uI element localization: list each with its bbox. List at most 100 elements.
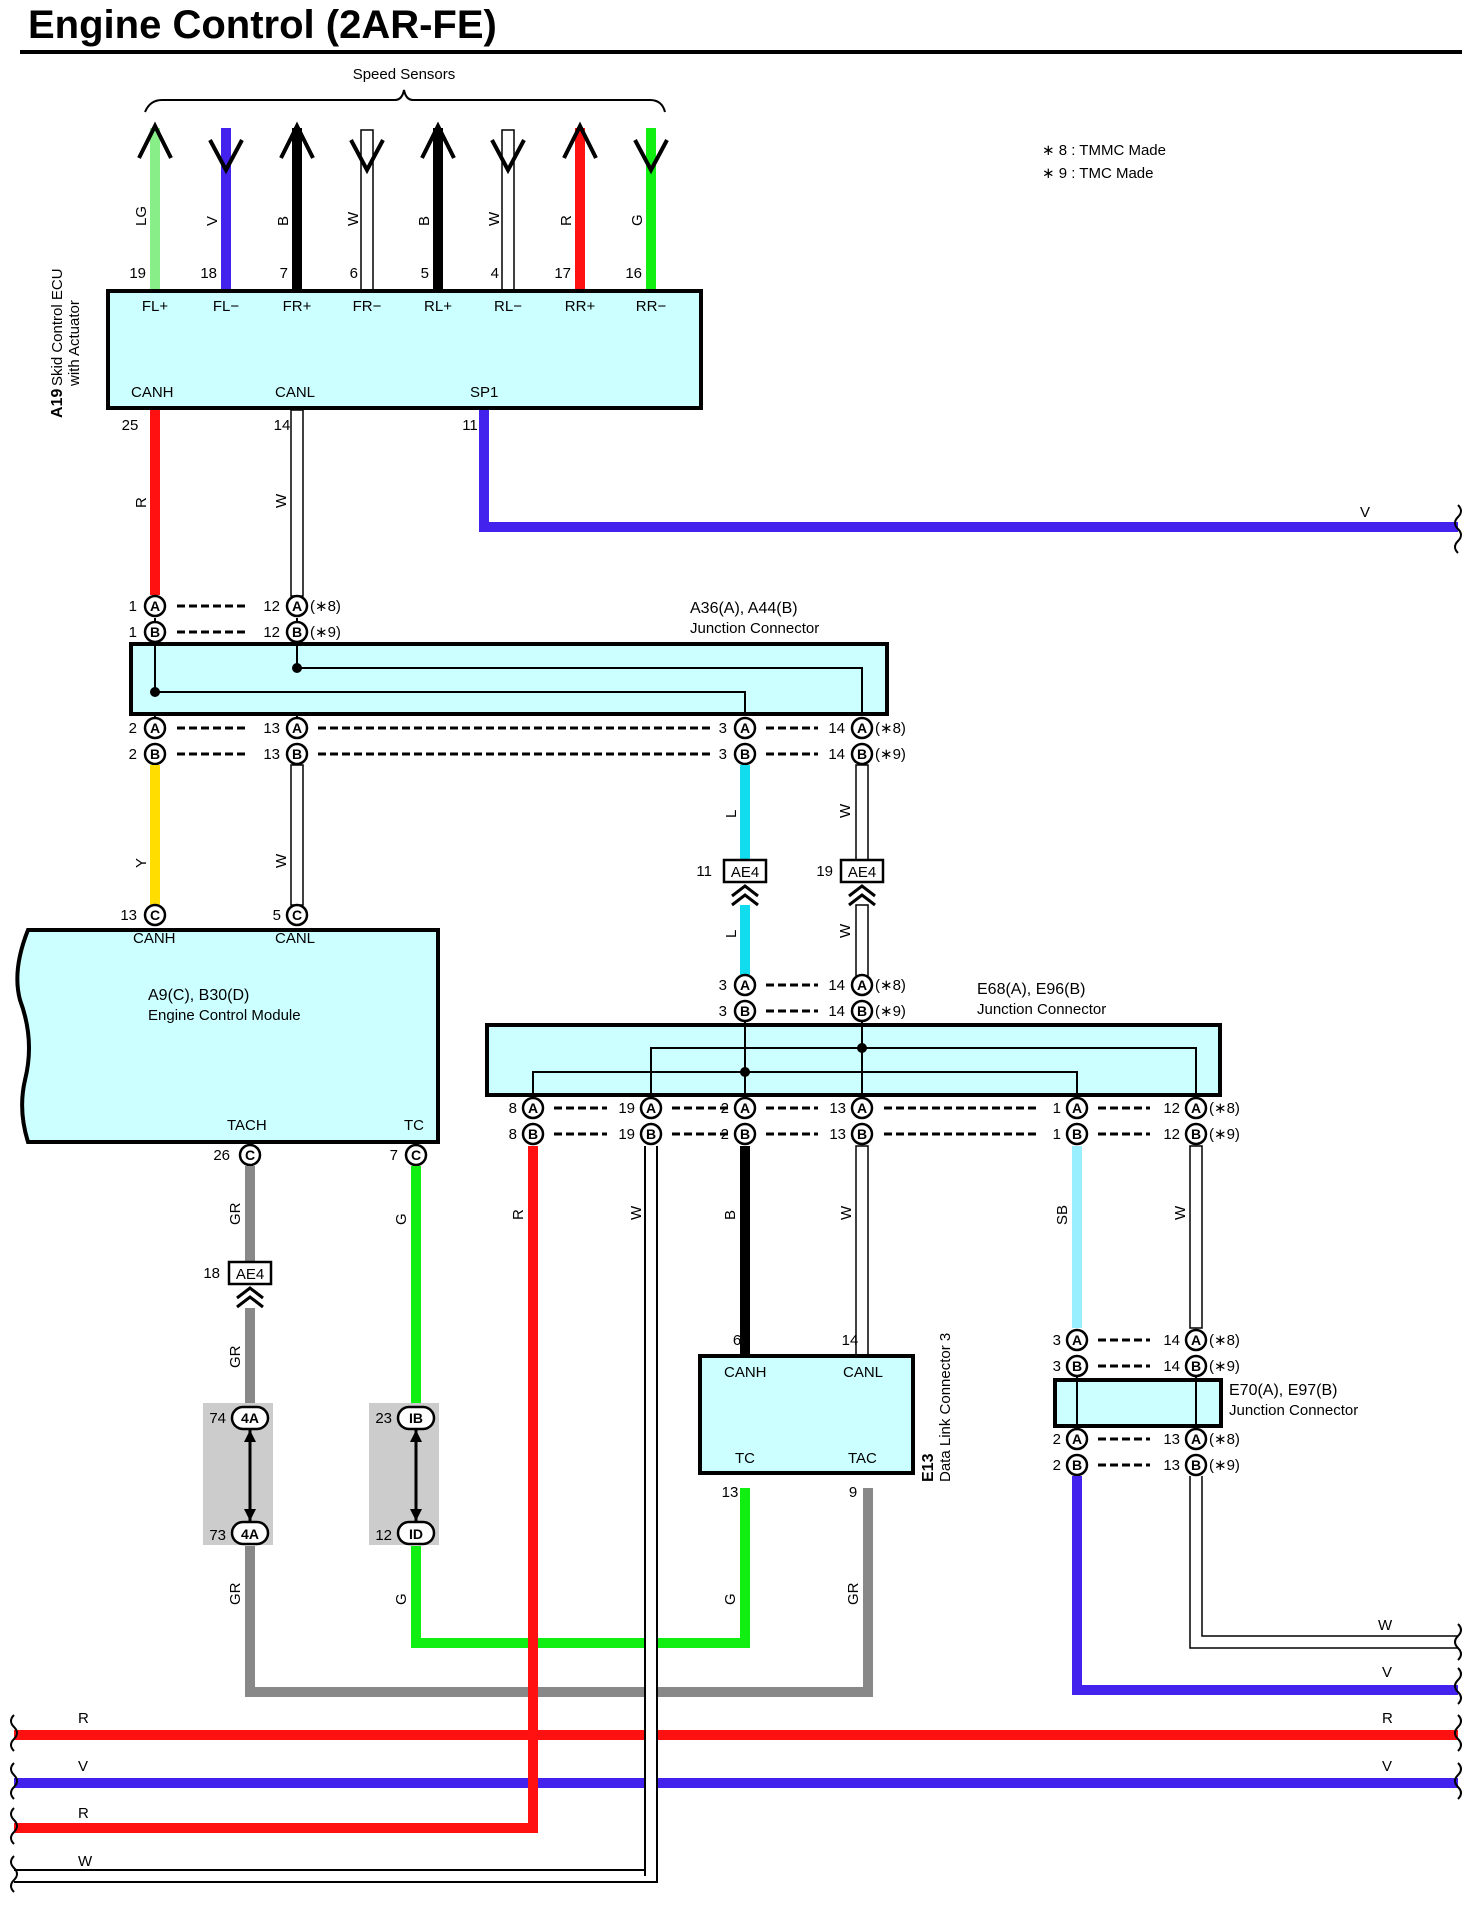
dlc-tc: TC bbox=[735, 1450, 755, 1467]
a36-top-note: (∗9) bbox=[310, 624, 341, 641]
e70-top-pin: 14 bbox=[1163, 1358, 1180, 1375]
ecm-pins-top: 13 C 5 C bbox=[120, 903, 309, 927]
sensor-wire-color: LG bbox=[133, 206, 150, 226]
note-tmmc: ∗ 8 : TMMC Made bbox=[1042, 142, 1166, 159]
pin-letter: A bbox=[150, 598, 160, 614]
sensor-wire-color: R bbox=[558, 215, 575, 226]
label-w-a36b: W bbox=[837, 803, 854, 818]
wire-canl-w bbox=[290, 409, 304, 597]
label-e68-r: R bbox=[510, 1209, 527, 1220]
a19-pin-name: FR+ bbox=[283, 298, 312, 315]
dlc-desc: Data Link Connector 3 bbox=[937, 1333, 954, 1482]
e68-bot-pin: 13 bbox=[829, 1126, 846, 1143]
wire-e68-w2 bbox=[855, 1145, 869, 1356]
sensor-pin-number: 5 bbox=[421, 265, 429, 282]
a19-label: A19 Skid Control ECU with Actuator bbox=[49, 268, 83, 418]
pin-letter: A bbox=[1191, 1431, 1201, 1447]
a36-bot-pin: 3 bbox=[719, 746, 727, 763]
label-l: L bbox=[723, 810, 740, 818]
sensor-wire-color: V bbox=[204, 216, 221, 226]
pin-letter: B bbox=[1191, 1126, 1201, 1142]
a36-top-right-pin: 12 bbox=[263, 624, 280, 641]
a19-canl: CANL bbox=[275, 384, 315, 401]
arrow-up-icon bbox=[420, 121, 456, 159]
a19-canh: CANH bbox=[131, 384, 174, 401]
e70-top-pin: 3 bbox=[1053, 1358, 1061, 1375]
pin-letter: B bbox=[857, 1003, 867, 1019]
label-e68-w: W bbox=[628, 1205, 645, 1220]
pin-letter: A bbox=[528, 1100, 538, 1116]
e68-bot-conn: A bbox=[521, 1096, 545, 1120]
a36-bot-conn: A bbox=[285, 716, 309, 740]
e68-bot-pin: 12 bbox=[1163, 1100, 1180, 1117]
label-e68-w3: W bbox=[1172, 1205, 1189, 1220]
label-bus-v-right: V bbox=[1382, 1758, 1392, 1775]
sensor-pin-number: 19 bbox=[129, 265, 146, 282]
sensor-wire-color: B bbox=[416, 216, 433, 226]
pin-letter: A bbox=[1191, 1332, 1201, 1348]
a19-pin-name: FL− bbox=[213, 298, 240, 315]
ecm-tach: TACH bbox=[227, 1117, 267, 1134]
inline-g-top-pin: 23 bbox=[375, 1410, 392, 1427]
a36-bot-pin: 14 bbox=[828, 720, 845, 737]
e68-top-pin: 14 bbox=[828, 977, 845, 994]
speed-sensors-brace bbox=[144, 89, 666, 113]
ecm-canh: CANH bbox=[133, 930, 176, 947]
dlc-tac: TAC bbox=[848, 1450, 877, 1467]
ecm-conn-c2: C bbox=[292, 907, 302, 923]
e68-bot-pin: 1 bbox=[1053, 1100, 1061, 1117]
label-bus-v: V bbox=[78, 1758, 88, 1775]
pin-letter: B bbox=[150, 624, 160, 640]
a19-pin-name: RR− bbox=[636, 298, 667, 315]
a36-bot-conn: B bbox=[143, 742, 167, 766]
sensor-wire-FL−: V18 bbox=[200, 128, 244, 290]
ecm-pin-tach: 26 bbox=[213, 1147, 230, 1164]
pin-letter: A bbox=[292, 720, 302, 736]
dlc-pin-tc: 13 bbox=[722, 1484, 739, 1501]
a36-bot-pin: 2 bbox=[129, 746, 137, 763]
label-e68-w2: W bbox=[838, 1205, 855, 1220]
e68-bot-conn: A bbox=[639, 1096, 663, 1120]
e68-bot-conn: B bbox=[521, 1122, 545, 1146]
pin-letter: A bbox=[1072, 1100, 1082, 1116]
ecm-pin-canh: 13 bbox=[120, 907, 137, 924]
e68-bot-pin: 19 bbox=[618, 1126, 635, 1143]
arrow-down-icon bbox=[349, 139, 385, 175]
a19-pin-names: FL+FL−FR+FR−RL+RL−RR+RR− bbox=[142, 298, 667, 315]
a36-top-left-conn: A bbox=[143, 594, 167, 618]
a36-bot-pin: 2 bbox=[129, 720, 137, 737]
dlc-pin-canl: 14 bbox=[842, 1332, 859, 1349]
sensor-pin-number: 17 bbox=[554, 265, 571, 282]
pin-letter: B bbox=[857, 1126, 867, 1142]
ecm-canl: CANL bbox=[275, 930, 315, 947]
e70-box bbox=[1053, 1378, 1223, 1428]
sensor-pin-number: 4 bbox=[491, 265, 499, 282]
wire-gr-3 bbox=[245, 1488, 873, 1697]
e70-top-conn: A bbox=[1065, 1328, 1089, 1352]
label-bus-r1: R bbox=[78, 1710, 89, 1727]
sensor-wire-color: W bbox=[345, 211, 362, 226]
ae4-l-chevron-icon bbox=[731, 884, 759, 907]
wire-e70-w bbox=[1189, 1476, 1458, 1649]
a19-pin-name: RL+ bbox=[424, 298, 452, 315]
dlc-name: E13 bbox=[920, 1453, 937, 1482]
ecm-title: A9(C), B30(D) bbox=[148, 987, 249, 1004]
a19-pin-name: FL+ bbox=[142, 298, 169, 315]
pin-letter: B bbox=[528, 1126, 538, 1142]
e70-top-conn: B bbox=[1184, 1354, 1208, 1378]
wire-e68-w bbox=[14, 1146, 656, 1881]
wire-w-bot bbox=[855, 904, 869, 986]
e68-bot-note: (∗9) bbox=[1209, 1126, 1240, 1143]
a19-desc2: with Actuator bbox=[66, 300, 83, 387]
inline-gr-bot-code: 4A bbox=[241, 1526, 259, 1542]
e70-bot-note: (∗9) bbox=[1209, 1457, 1240, 1474]
e68-top-conn: B bbox=[733, 999, 757, 1023]
inline-g-bot-pin: 12 bbox=[375, 1527, 392, 1544]
ae4-gr-chevron-icon bbox=[236, 1286, 264, 1309]
e68-bot-conn: A bbox=[733, 1096, 757, 1120]
ae4-l-label: AE4 bbox=[731, 864, 759, 881]
e70-top-conn: B bbox=[1065, 1354, 1089, 1378]
ae4-gr-pin: 18 bbox=[203, 1265, 220, 1282]
label-g-2: G bbox=[393, 1593, 410, 1605]
